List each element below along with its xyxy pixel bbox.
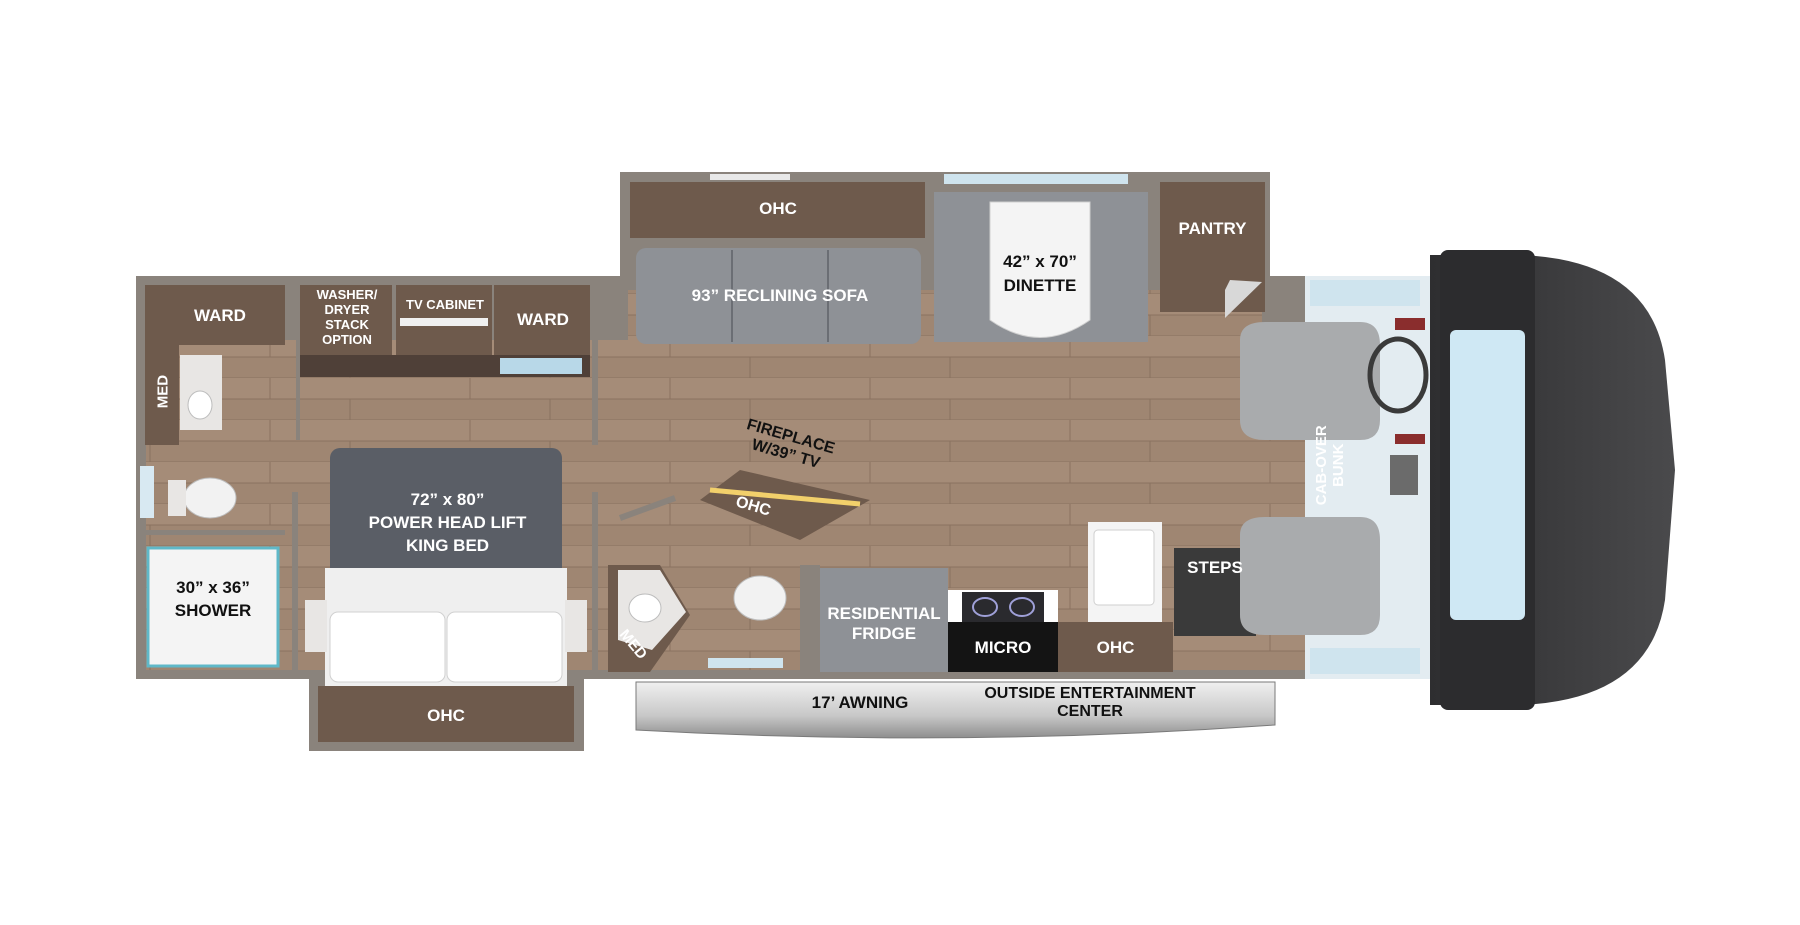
tv-screen <box>400 318 488 326</box>
label-ward-right: WARD <box>517 310 569 329</box>
cab-window-bottom <box>1310 648 1420 674</box>
label-pantry: PANTRY <box>1178 219 1247 238</box>
mid-bath-window <box>708 658 783 668</box>
mid-bath <box>608 565 787 672</box>
toilet-rear <box>183 477 237 519</box>
dash-display-top <box>1395 318 1425 330</box>
toilet-tank <box>168 480 186 516</box>
label-dinette-size: 42” x 70” <box>1003 252 1077 271</box>
steering-wheel <box>1367 336 1429 414</box>
label-tv-cabinet: TV CABINET <box>406 297 484 312</box>
label-ohc-kitchen: OHC <box>1096 638 1135 657</box>
bedroom-cabinets <box>300 285 590 377</box>
kitchen-sink <box>1093 529 1155 606</box>
king-bed <box>305 448 587 686</box>
pillow-left <box>329 611 446 683</box>
rear-bath <box>140 285 285 668</box>
dinette-table <box>989 201 1091 338</box>
kitchen <box>820 522 1256 672</box>
fireplace-glow <box>709 487 861 507</box>
nightstand-left <box>305 600 327 652</box>
label-med-left: MED <box>154 374 172 409</box>
label-dinette: DINETTE <box>1003 276 1077 295</box>
windshield <box>1450 330 1525 620</box>
label-micro: MICRO <box>974 638 1032 657</box>
driver-seat <box>1240 322 1380 440</box>
label-washer-dryer: WASHER/ DRYER STACK OPTION <box>316 287 378 347</box>
bath-sink <box>187 390 213 420</box>
label-shower: SHOWER <box>174 601 252 620</box>
ward-right-cabinet <box>494 285 590 355</box>
reclining-sofa <box>636 248 921 344</box>
window-top-left <box>710 174 790 180</box>
shower-stall <box>146 546 280 668</box>
ohc-top-cabinet <box>630 182 925 238</box>
awning-shape <box>635 681 1276 739</box>
label-shower-size: 30” x 36” <box>176 578 250 597</box>
passenger-seat <box>1240 517 1380 635</box>
living-slideout <box>630 174 1265 344</box>
label-outside-entertainment-center: OUTSIDE ENTERTAINMENT CENTER <box>984 685 1196 721</box>
label-cab-over-bunk: CAB-OVER BUNK <box>1312 425 1347 506</box>
label-ohc-top: OHC <box>759 199 797 218</box>
label-king-bed: KING BED <box>405 536 490 555</box>
toilet-mid <box>733 575 787 621</box>
cooktop <box>962 592 1044 622</box>
label-residential-fridge: RESIDENTIAL FRIDGE <box>827 604 941 643</box>
cab <box>1240 250 1675 710</box>
ohc-kitchen-cabinet <box>1058 622 1173 672</box>
label-reclining-sofa: 93” RECLINING SOFA <box>691 286 869 305</box>
ward-left-cabinet <box>145 285 285 345</box>
window-top-right <box>944 174 1128 184</box>
residential-fridge <box>820 568 948 672</box>
bath-window <box>140 466 154 518</box>
pillow-right <box>446 611 563 683</box>
awning <box>635 681 1276 739</box>
dash-console <box>1390 455 1418 495</box>
label-bed-power-head-lift: POWER HEAD LIFT <box>368 513 527 532</box>
label-ohc-bottom: OHC <box>427 706 465 725</box>
med-left-cabinet <box>145 345 179 445</box>
label-steps: STEPS <box>1187 558 1243 577</box>
dash-display-bottom <box>1395 434 1425 444</box>
partition-walls <box>145 280 1262 672</box>
label-ward-left: WARD <box>194 306 246 325</box>
ohc-bottom-cabinet <box>318 686 574 742</box>
nightstand-right <box>565 600 587 652</box>
fireplace-area <box>618 470 870 540</box>
label-bed-size: 72” x 80” <box>410 490 485 509</box>
bedroom-mirror <box>500 358 582 374</box>
ohc-fireplace-cabinet <box>700 470 870 540</box>
label-awning: 17’ AWNING <box>811 693 909 712</box>
mid-bath-sink <box>628 593 662 623</box>
microwave <box>948 622 1058 672</box>
cab-window-top <box>1310 280 1420 306</box>
